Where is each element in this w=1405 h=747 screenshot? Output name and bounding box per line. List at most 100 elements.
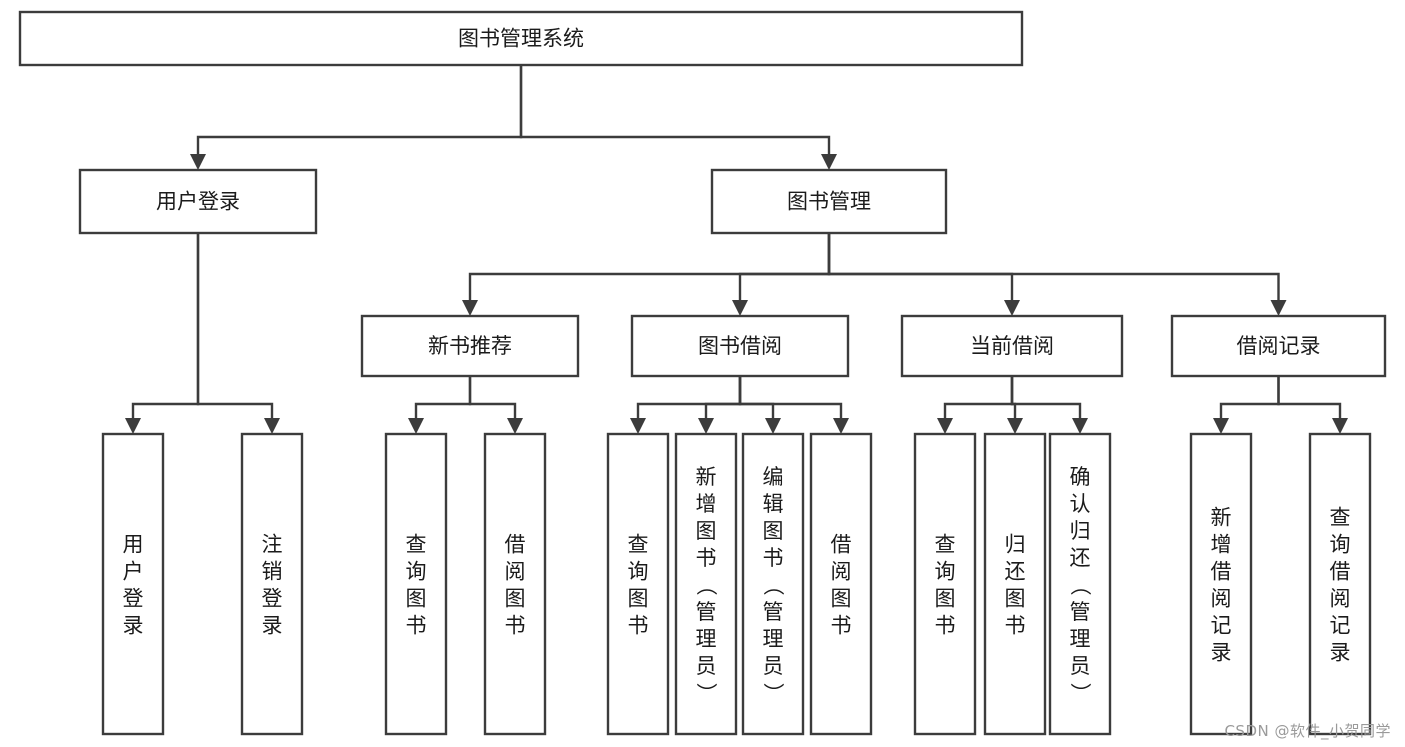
- node-box[interactable]: [1308, 432, 1372, 736]
- node-label-char: 记: [1211, 614, 1232, 638]
- node-box[interactable]: [360, 314, 580, 378]
- node-user_login[interactable]: 用户登录: [78, 168, 318, 235]
- node-box[interactable]: [674, 432, 738, 736]
- node-label-char: 书: [935, 614, 956, 638]
- node-label-char: 注: [262, 533, 283, 557]
- node-label-char: 录: [1211, 641, 1232, 665]
- node-book_manage[interactable]: 图书管理: [710, 168, 948, 235]
- node-box[interactable]: [384, 432, 448, 736]
- node-label-char: 查: [935, 533, 956, 557]
- node-label-char: 理: [763, 627, 784, 651]
- connector-line: [519, 65, 831, 157]
- connector-line: [738, 376, 775, 421]
- node-label-char: 阅: [1211, 587, 1232, 611]
- node-box[interactable]: [710, 168, 948, 235]
- connector-book_manage-to-borrow_record: [827, 233, 1287, 316]
- node-box[interactable]: [18, 10, 1024, 67]
- connector-line: [131, 233, 200, 421]
- node-borrow_record[interactable]: 借阅记录: [1170, 314, 1387, 378]
- connector-user_login-to-leaf_user_login: [125, 233, 200, 434]
- node-label-char: 阅: [831, 560, 852, 584]
- connector-line: [196, 65, 523, 157]
- node-label: 当前借阅: [970, 334, 1054, 358]
- connector-user_login-to-leaf_user_logout: [196, 233, 280, 434]
- node-label-char: 登: [123, 587, 144, 611]
- node-box[interactable]: [78, 168, 318, 235]
- node-label-char: ）: [694, 683, 718, 704]
- node-leaf_user_login[interactable]: 用户登录: [101, 432, 165, 736]
- node-label-char: 图: [763, 519, 784, 543]
- node-label-char: （: [1068, 575, 1092, 596]
- arrow-head-icon: [698, 418, 714, 434]
- node-label-char: 还: [1005, 560, 1026, 584]
- node-label-char: 图: [696, 519, 717, 543]
- watermark-label: CSDN @软件_小贺同学: [1224, 722, 1391, 740]
- node-label-char: 归: [1005, 533, 1026, 557]
- node-box[interactable]: [809, 432, 873, 736]
- node-label-char: 录: [1330, 641, 1351, 665]
- node-label-char: ）: [761, 683, 785, 704]
- node-label-char: 户: [123, 560, 144, 584]
- arrow-head-icon: [408, 418, 424, 434]
- node-label-char: 认: [1070, 492, 1091, 516]
- node-box[interactable]: [900, 314, 1124, 378]
- connector-line: [1010, 376, 1082, 421]
- node-box[interactable]: [240, 432, 304, 736]
- node-label-char: 借: [505, 533, 526, 557]
- node-label-char: 理: [696, 627, 717, 651]
- node-label-char: 归: [1070, 519, 1091, 543]
- node-label-char: 书: [1005, 614, 1026, 638]
- node-box[interactable]: [983, 432, 1047, 736]
- arrow-head-icon: [1072, 418, 1088, 434]
- node-box[interactable]: [741, 432, 805, 736]
- node-new_book_rec[interactable]: 新书推荐: [360, 314, 580, 378]
- node-root[interactable]: 图书管理系统: [18, 10, 1024, 67]
- node-box[interactable]: [483, 432, 547, 736]
- node-label-char: 书: [763, 546, 784, 570]
- node-label-char: 辑: [763, 492, 784, 516]
- node-label-char: 图: [628, 587, 649, 611]
- node-label-char: 书: [696, 546, 717, 570]
- node-label-char: 增: [1211, 533, 1232, 557]
- node-label-char: 询: [406, 560, 427, 584]
- node-label-char: 查: [406, 533, 427, 557]
- node-label-char: （: [694, 575, 718, 596]
- node-book_borrow[interactable]: 图书借阅: [630, 314, 850, 378]
- arrow-head-icon: [732, 300, 748, 316]
- connector-line: [943, 376, 1014, 421]
- node-box[interactable]: [101, 432, 165, 736]
- connector-line: [738, 233, 831, 303]
- connector-new_book_rec-to-leaf_rec_query: [408, 376, 472, 434]
- node-label-char: （: [761, 575, 785, 596]
- node-box[interactable]: [1189, 432, 1253, 736]
- node-label-char: 员: [1070, 654, 1091, 678]
- connector-book_borrow-to-leaf_bb_borrow: [738, 376, 849, 434]
- arrow-head-icon: [821, 154, 837, 170]
- node-box[interactable]: [913, 432, 977, 736]
- node-label-char: 录: [262, 614, 283, 638]
- connector-line: [414, 376, 472, 421]
- node-label-char: 图: [831, 587, 852, 611]
- node-box[interactable]: [1048, 432, 1112, 736]
- connector-current_borrow-to-leaf_cb_query: [937, 376, 1014, 434]
- node-label-char: 借: [1330, 560, 1351, 584]
- node-label-char: 管: [696, 600, 717, 624]
- node-label-char: 借: [831, 533, 852, 557]
- node-box[interactable]: [630, 314, 850, 378]
- node-box[interactable]: [606, 432, 670, 736]
- node-label-char: 员: [696, 654, 717, 678]
- node-box[interactable]: [1170, 314, 1387, 378]
- node-current_borrow[interactable]: 当前借阅: [900, 314, 1124, 378]
